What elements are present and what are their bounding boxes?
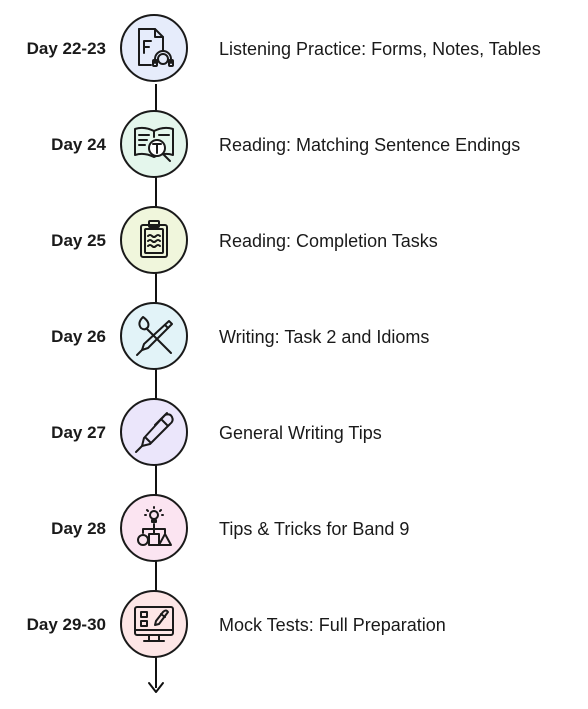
day-label: Day 27: [51, 423, 106, 442]
timeline-step: Day 26 Writing: Task 2 and Idioms: [0, 300, 588, 376]
topic-label: Writing: Task 2 and Idioms: [219, 327, 430, 347]
step-node: [120, 110, 188, 178]
timeline-line: [155, 84, 157, 688]
day-label: Day 24: [51, 135, 106, 154]
clipboard-icon: [140, 220, 168, 258]
lightbulb-shapes-icon: [137, 506, 172, 546]
topic-label: Tips & Tricks for Band 9: [219, 519, 410, 539]
topic-label: General Writing Tips: [219, 423, 382, 443]
pen-brush-icon: [136, 316, 173, 356]
pen-icon: [135, 412, 174, 453]
timeline-step: Day 22-23 Listening Practice: Forms, Not…: [0, 12, 588, 88]
book-magnifier-icon: [134, 126, 174, 162]
step-node: [120, 494, 188, 562]
timeline-step: Day 24 Reading: Matching Sentence Ending…: [0, 108, 588, 184]
monitor-test-icon: [134, 606, 174, 642]
timeline-step: Day 28 Tips & Tricks for Band 9: [0, 492, 588, 568]
topic-label: Reading: Matching Sentence Endings: [219, 135, 521, 155]
step-node: [120, 398, 188, 466]
timeline-step: Day 25 Reading: Completion Tasks: [0, 204, 588, 280]
day-label: Day 25: [51, 231, 106, 250]
form-headphones-icon: [138, 28, 174, 67]
topic-label: Reading: Completion Tasks: [219, 231, 438, 251]
arrow-down-icon: [148, 682, 164, 693]
step-node: [120, 206, 188, 274]
step-node: [120, 590, 188, 658]
topic-label: Mock Tests: Full Preparation: [219, 615, 446, 635]
topic-label: Listening Practice: Forms, Notes, Tables: [219, 39, 541, 59]
step-node: [120, 14, 188, 82]
day-label: Day 28: [51, 519, 106, 538]
day-label: Day 26: [51, 327, 106, 346]
timeline-step: Day 27 General Writing Tips: [0, 396, 588, 472]
day-label: Day 29-30: [26, 615, 106, 634]
day-label: Day 22-23: [26, 39, 106, 58]
step-node: [120, 302, 188, 370]
timeline-step: Day 29-30 Mock Tests: Full Preparation: [0, 588, 588, 664]
